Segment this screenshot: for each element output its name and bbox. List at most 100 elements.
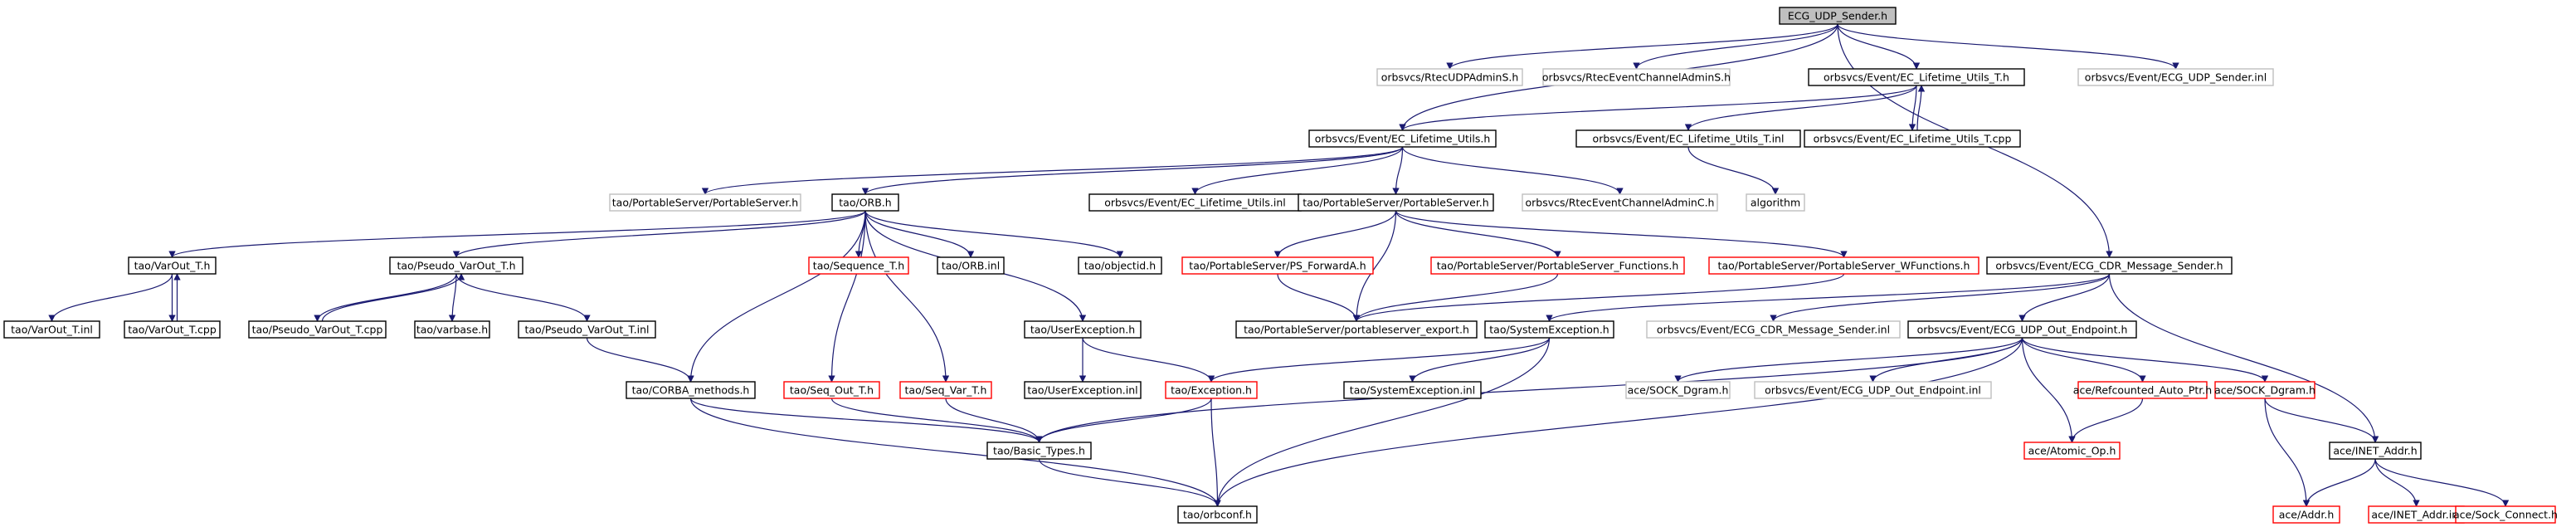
node-userexc_inl[interactable]: tao/UserException.inl [1024, 381, 1142, 399]
node-label: orbsvcs/Event/ECG_CDR_Message_Sender.h [1995, 260, 2223, 272]
node-sysexc_h[interactable]: tao/SystemException.h [1484, 320, 1614, 339]
node-orbconf[interactable]: tao/orbconf.h [1177, 505, 1258, 524]
node-box [2023, 442, 2121, 460]
node-box [986, 442, 1092, 460]
node-objectid[interactable]: tao/objectid.h [1078, 256, 1162, 275]
node-box [248, 320, 387, 339]
node-box [389, 256, 523, 275]
node-box [1522, 193, 1718, 212]
edge-ps_ps2-to-ps_wfunc [1395, 210, 1848, 258]
node-box [1177, 505, 1258, 524]
node-seq_t[interactable]: tao/Sequence_T.h [808, 256, 909, 275]
node-lu_h[interactable]: orbsvcs/Event/EC_Lifetime_Utils.h [1308, 129, 1497, 148]
node-box [1298, 193, 1494, 212]
node-seq_var[interactable]: tao/Seq_Var_T.h [899, 381, 992, 399]
edge-udp_out-to-basic_types [1035, 337, 2023, 443]
node-udp_out_inl: orbsvcs/Event/ECG_UDP_Out_Endpoint.inl [1754, 381, 1992, 399]
edge-lu_h-to-ps_ps2 [1392, 146, 1404, 195]
node-exception_h[interactable]: tao/Exception.h [1165, 381, 1258, 399]
edge-lu_h-to-recac [1401, 146, 1624, 195]
node-refcounted[interactable]: ace/Refcounted_Auto_Ptr.h [2073, 381, 2212, 399]
node-orb_inl[interactable]: tao/ORB.inl [937, 256, 1005, 275]
node-varbase[interactable]: tao/varbase.h [414, 320, 490, 339]
node-label: orbsvcs/Event/EC_Lifetime_Utils_T.inl [1593, 133, 1785, 145]
edge-orb_h-to-pvarout_h [452, 210, 866, 258]
node-varout_h[interactable]: tao/VarOut_T.h [128, 256, 217, 275]
node-label: ace/Addr.h [2279, 509, 2335, 521]
node-label: ace/Sock_Connect.h [2453, 509, 2558, 521]
node-label: tao/UserException.h [1030, 324, 1135, 336]
node-box [1024, 381, 1142, 399]
node-label: orbsvcs/Event/ECG_UDP_Sender.inl [2085, 71, 2267, 84]
node-inet_addr[interactable]: ace/INET_Addr.h [2329, 442, 2422, 460]
node-varout_cpp[interactable]: tao/VarOut_T.cpp [124, 320, 221, 339]
node-label: tao/PortableServer/portableserver_export… [1244, 324, 1469, 336]
node-addr_h[interactable]: ace/Addr.h [2272, 505, 2340, 524]
edge-varout_h-to-varout_inl [48, 273, 173, 322]
node-lut_inl[interactable]: orbsvcs/Event/EC_Lifetime_Utils_T.inl [1575, 129, 1801, 148]
edge-pvarout_h-to-pvarout_inl [455, 273, 591, 322]
node-sock_connect[interactable]: ace/Sock_Connect.h [2453, 505, 2558, 524]
edge-sysexc_h-to-exception_h [1207, 337, 1551, 383]
node-label: orbsvcs/RtecEventChannelAdminC.h [1526, 197, 1715, 209]
node-corba_methods[interactable]: tao/CORBA_methods.h [626, 381, 756, 399]
node-box [1779, 7, 1897, 25]
node-box [414, 320, 490, 339]
node-inet_addr_inl[interactable]: ace/INET_Addr.inl [2368, 505, 2465, 524]
node-pvarout_cpp[interactable]: tao/Pseudo_VarOut_T.cpp [248, 320, 387, 339]
node-ps_func[interactable]: tao/PortableServer/PortableServer_Functi… [1430, 256, 1685, 275]
edge-pvarout_h-to-pvarout_cpp [314, 273, 457, 322]
node-box [1181, 256, 1374, 275]
node-ps_ps1: tao/PortableServer/PortableServer.h [609, 193, 801, 212]
edge-root-to-sender_inl [1837, 23, 2179, 70]
edge-seq_var-to-basic_types [945, 398, 1043, 443]
edge-lut_h-to-lu_h [1399, 85, 1917, 131]
edge-lut_cpp-to-lut_h [1916, 85, 1926, 131]
node-sysexc_inl[interactable]: tao/SystemException.inl [1343, 381, 1482, 399]
node-pvarout_h[interactable]: tao/Pseudo_VarOut_T.h [389, 256, 523, 275]
node-ps_export[interactable]: tao/PortableServer/portableserver_export… [1235, 320, 1478, 339]
node-basic_types[interactable]: tao/Basic_Types.h [986, 442, 1092, 460]
node-cdr_sender[interactable]: orbsvcs/Event/ECG_CDR_Message_Sender.h [1986, 256, 2233, 275]
edge-udp_out-to-atomic_op [2021, 337, 2076, 443]
node-label: ace/Atomic_Op.h [2028, 445, 2116, 457]
node-orb_h[interactable]: tao/ORB.h [831, 193, 899, 212]
node-box [124, 320, 221, 339]
dependency-edges [48, 23, 2510, 507]
node-label: tao/Seq_Var_T.h [905, 384, 987, 397]
node-seq_out[interactable]: tao/Seq_Out_T.h [783, 381, 880, 399]
node-lut_h[interactable]: orbsvcs/Event/EC_Lifetime_Utils_T.h [1808, 68, 2025, 86]
node-sock_dgram_r[interactable]: ace/SOCK_Dgram.h [2214, 381, 2315, 399]
node-label: tao/varbase.h [416, 324, 488, 336]
node-userexc_h[interactable]: tao/UserException.h [1024, 320, 1142, 339]
node-ps_fwd[interactable]: tao/PortableServer/PS_ForwardA.h [1181, 256, 1374, 275]
edge-basic_types-to-orbconf [1038, 458, 1221, 507]
node-ps_ps2[interactable]: tao/PortableServer/PortableServer.h [1298, 193, 1494, 212]
edge-ps_wfunc-to-ps_export [1352, 273, 1845, 322]
edge-corba_methods-to-basic_types [689, 398, 1043, 443]
node-root[interactable]: ECG_UDP_Sender.h [1779, 7, 1897, 25]
node-label: ECG_UDP_Sender.h [1788, 10, 1887, 22]
node-box [1430, 256, 1685, 275]
node-label: ace/SOCK_Dgram.h [1628, 384, 1729, 397]
node-pvarout_inl[interactable]: tao/Pseudo_VarOut_T.inl [518, 320, 656, 339]
node-lut_cpp[interactable]: orbsvcs/Event/EC_Lifetime_Utils_T.cpp [1804, 129, 2021, 148]
node-ps_wfunc[interactable]: tao/PortableServer/PortableServer_WFunct… [1708, 256, 1979, 275]
node-label: tao/SystemException.h [1489, 324, 1609, 336]
node-box [128, 256, 217, 275]
edge-udp_out-to-sock_dgram_g [1674, 337, 2023, 383]
node-label: tao/ORB.h [839, 197, 891, 209]
node-udp_out[interactable]: orbsvcs/Event/ECG_UDP_Out_Endpoint.h [1907, 320, 2137, 339]
node-box [2077, 381, 2208, 399]
node-box [1235, 320, 1478, 339]
node-box [1754, 381, 1992, 399]
node-label: tao/Sequence_T.h [813, 260, 904, 272]
node-label: tao/ORB.inl [942, 260, 1000, 272]
edge-orb_h-to-seq_out [828, 210, 866, 383]
node-lu_inl[interactable]: orbsvcs/Event/EC_Lifetime_Utils.inl [1088, 193, 1302, 212]
edge-userexc_h-to-exception_h [1082, 337, 1215, 383]
node-varout_inl[interactable]: tao/VarOut_T.inl [3, 320, 100, 339]
node-atomic_op[interactable]: ace/Atomic_Op.h [2023, 442, 2121, 460]
node-label: algorithm [1751, 197, 1800, 209]
node-recas: orbsvcs/RtecEventChannelAdminS.h [1542, 68, 1731, 86]
